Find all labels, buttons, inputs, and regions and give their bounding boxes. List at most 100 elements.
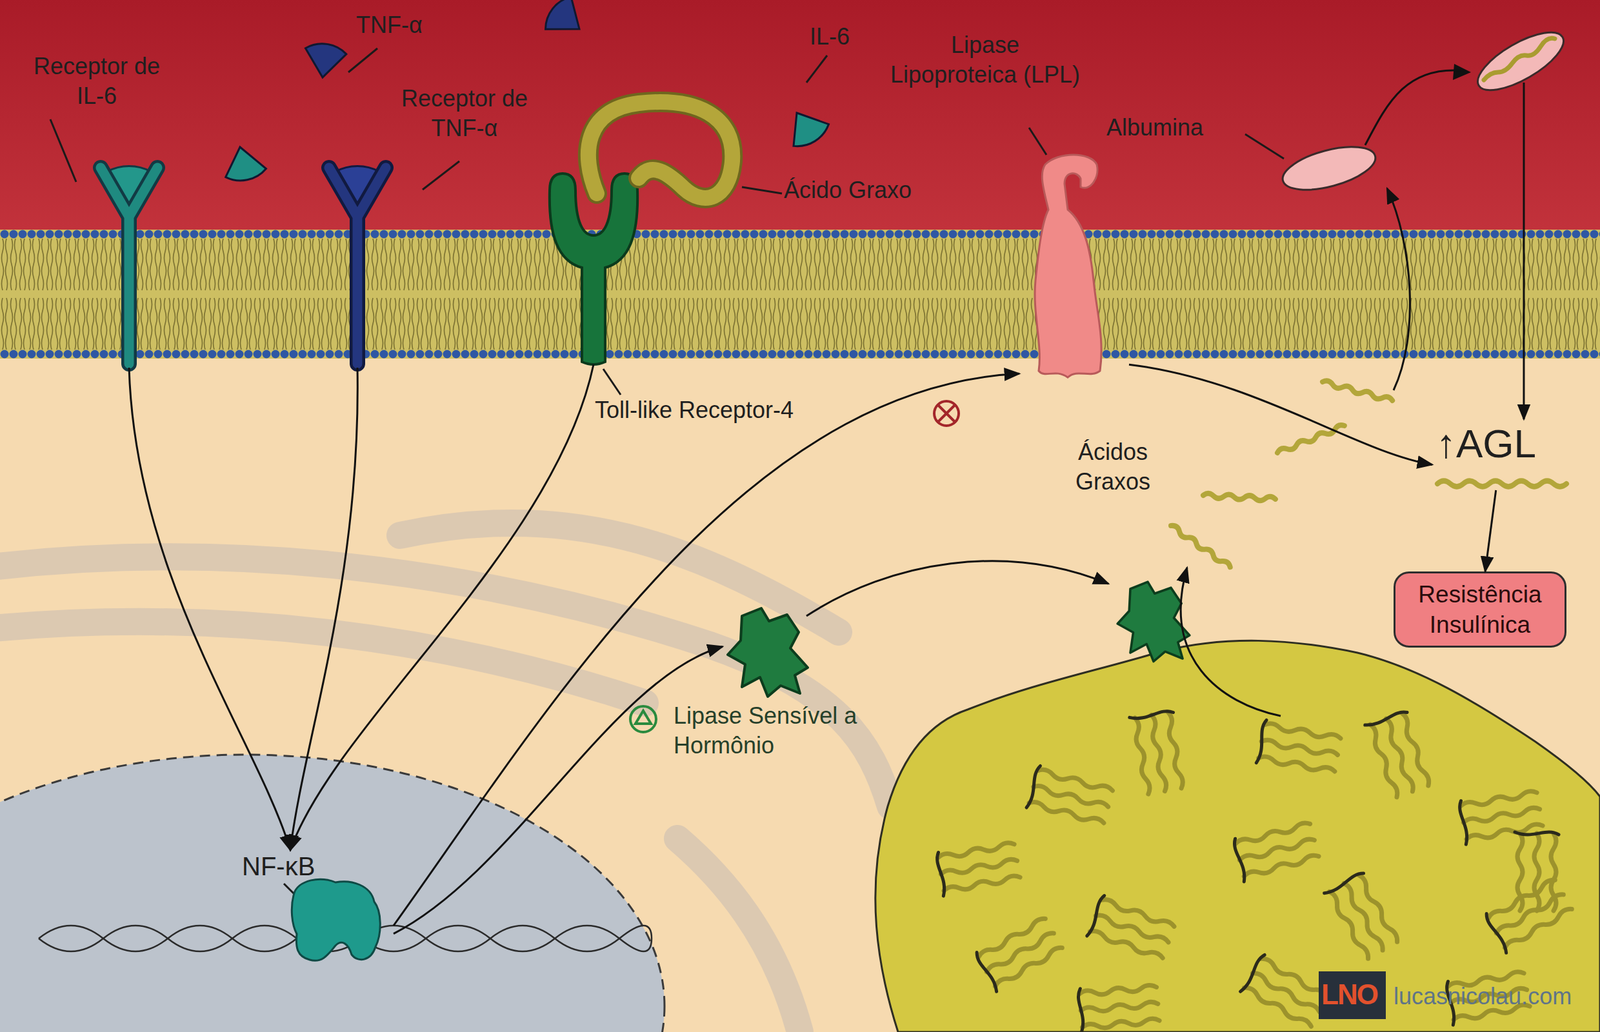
illustration-part (1484, 875, 1575, 953)
illustration-part (301, 40, 348, 81)
lipid-droplet (875, 640, 1600, 1032)
free-fatty-acid-level: ↑AGL (1432, 419, 1568, 491)
node-label: Albumina (1106, 112, 1204, 143)
part-label: TNF-α (356, 10, 423, 40)
illustration-part (974, 914, 1066, 992)
outcome-box: Resistência Insulínica (1393, 571, 1567, 648)
connector-arrow (393, 647, 723, 935)
illustration-part (677, 838, 800, 1032)
illustration-part (1203, 493, 1276, 502)
illustration-part (50, 119, 77, 182)
node-shape (1277, 145, 1381, 192)
illustration-part (0, 621, 646, 704)
connector-arrow (1365, 70, 1524, 420)
inhibition-symbol (934, 401, 959, 426)
illustration-part (1034, 154, 1102, 378)
illustration-part (1180, 567, 1281, 717)
illustration-part (1256, 720, 1342, 777)
arrow-head (1452, 63, 1471, 80)
illustration-part (806, 561, 1109, 617)
part-label: IL-6 (809, 21, 850, 52)
illustration-part (1437, 481, 1567, 488)
illustration-part (1324, 871, 1402, 962)
nucleus (0, 754, 665, 1032)
node-shape (96, 148, 162, 368)
illustration-part (938, 405, 955, 422)
node-label: Lipase Sensível a Hormônio (673, 701, 858, 761)
illustration-part (539, 0, 592, 46)
hsl-enzyme: Lipase Sensível a Hormônio (722, 603, 813, 700)
il6-receptor: Receptor de IL-6 (96, 148, 162, 368)
illustration-part (635, 710, 651, 724)
nfkb-factor: NF-κB (232, 850, 394, 967)
connector-arrow (129, 367, 291, 851)
node-label: Receptor de TNF-α (387, 83, 542, 144)
illustration-part (588, 101, 733, 199)
part-label: Ácidos Graxos (1041, 437, 1184, 497)
illustration-part (936, 839, 1022, 897)
illustration-part (934, 401, 959, 426)
illustration-part (1117, 581, 1190, 662)
leader-lines (50, 48, 1284, 395)
illustration-part (1026, 765, 1114, 828)
connector-arrow (290, 367, 358, 851)
node-label: Resistência Insulínica (1401, 579, 1559, 641)
node-label: NF-κB (241, 850, 315, 884)
illustration-part (1240, 953, 1331, 1031)
illustration-part (1245, 134, 1284, 159)
illustration-part (100, 167, 158, 364)
logo-box (1318, 971, 1386, 1020)
illustration-part (630, 706, 657, 733)
part-label: Ácido Graxo (783, 175, 912, 206)
illustration-part (1129, 710, 1187, 796)
illustration-part (1469, 21, 1572, 101)
free-fatty-acids (1169, 380, 1393, 570)
illustration-part (1077, 981, 1160, 1032)
illustration-part (329, 167, 386, 364)
node-shape (325, 148, 390, 368)
albumin-fatty-acid-complex (1469, 21, 1572, 101)
illustration-part (727, 608, 808, 697)
node-label: Lipase Lipoproteica (LPL) (888, 30, 1082, 90)
ligands (220, 0, 833, 184)
illustration-part (1169, 523, 1232, 570)
blood-vessel (0, 0, 1600, 240)
illustration-part (1029, 127, 1047, 155)
illustration-part (348, 48, 378, 73)
illustration-part (1278, 138, 1380, 199)
triglycerides (936, 710, 1575, 1032)
illustration-part (422, 161, 460, 190)
illustration-part (1514, 832, 1559, 911)
tnf-receptor: Receptor de TNF-α (325, 148, 390, 368)
albumin-protein: Albumina (1277, 145, 1381, 192)
node-label: Receptor de IL-6 (19, 51, 175, 111)
illustration-part (603, 369, 621, 395)
illustration-part (806, 55, 828, 83)
node-shape (541, 164, 646, 365)
illustration-part (400, 523, 839, 633)
lipid-bilayer (0, 229, 1600, 359)
illustration-part (1087, 894, 1177, 964)
illustration-part (329, 167, 386, 364)
node-shape (722, 603, 813, 700)
activation-symbol (630, 706, 657, 733)
watermark: lucasnicolau.com (1393, 981, 1572, 1012)
illustration-part (741, 187, 782, 194)
illustration-part (1387, 188, 1410, 391)
illustration-part (1321, 380, 1393, 404)
illustration-part (1276, 423, 1346, 455)
connector-arrow (1129, 364, 1433, 465)
illustration-part (1365, 710, 1434, 800)
tlr4-fatty-acid (588, 101, 733, 199)
tlr4-receptor: Toll-like Receptor-4 (541, 164, 646, 365)
illustration-part (291, 879, 380, 961)
lpl-enzyme: Lipase Lipoproteica (LPL) (1019, 151, 1130, 381)
node-shape (1019, 151, 1130, 381)
connector-arrow (1485, 490, 1497, 572)
illustration-part (780, 101, 833, 152)
node-label: Toll-like Receptor-4 (594, 395, 794, 426)
connector-arrow (290, 364, 594, 851)
layout-arrows (806, 188, 1410, 717)
